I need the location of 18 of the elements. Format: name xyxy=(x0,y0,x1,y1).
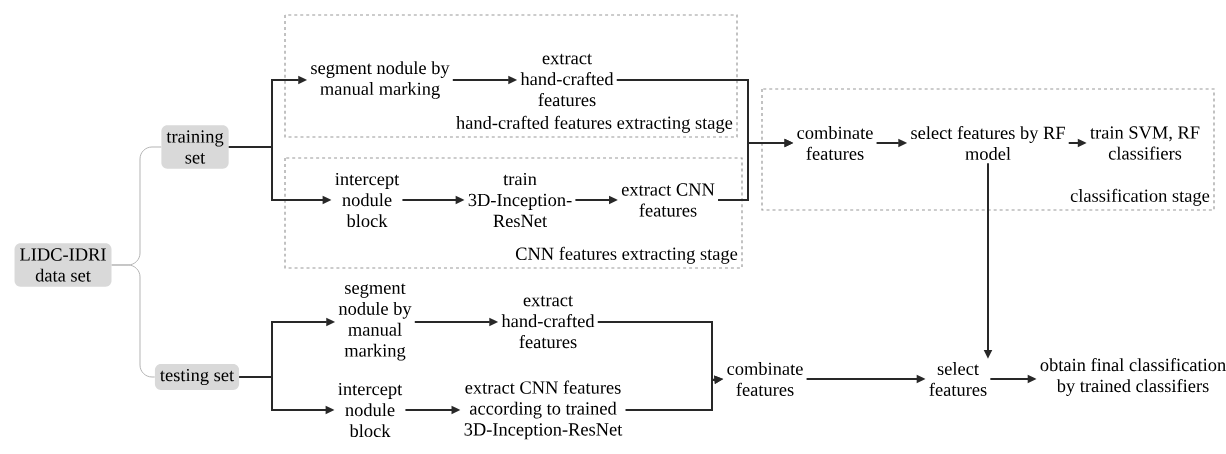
step-text: extract CNN features according to trained 3D-Inception-ResNet xyxy=(464,380,623,440)
step-text: train SVM, RF classifiers xyxy=(1090,126,1200,160)
connector-line xyxy=(111,264,156,378)
step-text: combinate features xyxy=(797,126,873,160)
step-text: train 3D-Inception-ResNet xyxy=(468,172,572,228)
step-text: select features by RF model xyxy=(911,125,1065,161)
step-text: extract CNN features xyxy=(621,183,715,217)
step-text: select features xyxy=(929,362,987,396)
step-text: intercept nodule block xyxy=(338,382,403,438)
step-text: combinate features xyxy=(727,362,803,396)
set-box: training set xyxy=(161,125,229,169)
step-text: extract hand-crafted features xyxy=(520,53,614,107)
set-box: LIDC-IDRI data set xyxy=(14,243,112,287)
step-text: extract hand-crafted features xyxy=(501,295,595,349)
step-text: obtain final classification by trained classifiers xyxy=(1040,358,1226,396)
step-text: segment nodule by manual marking xyxy=(311,61,450,99)
step-text: intercept nodule block xyxy=(335,172,400,228)
step-text: segment nodule by manual marking xyxy=(338,283,412,361)
